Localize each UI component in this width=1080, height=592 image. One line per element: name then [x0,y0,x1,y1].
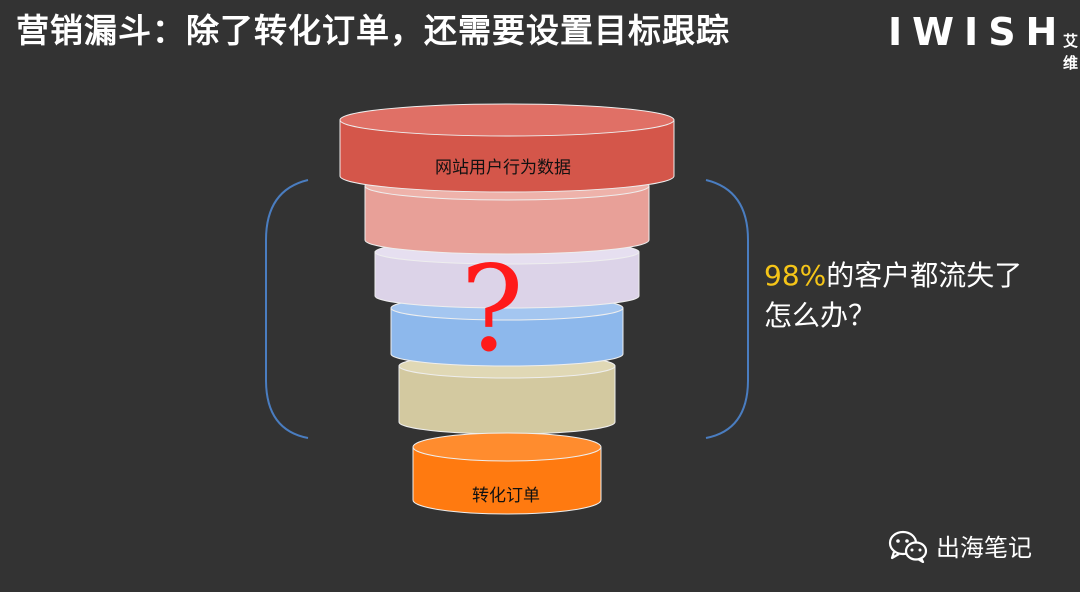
funnel-conversion-cylinder [412,432,602,515]
watermark-text: 出海笔记 [936,534,1032,562]
watermark: 出海笔记 [888,528,1032,563]
funnel-layer-1 [339,103,675,193]
callout-text: 98%的客户都流失了 怎么办？ [764,256,1022,336]
brand-logo: IWISH [888,10,1068,54]
left-bracket [265,179,309,439]
callout-line-1: 98%的客户都流失了 [764,256,1022,296]
brand-logo-char-2: 维 [1063,54,1079,72]
funnel-bottom-label: 转化订单 [472,486,540,506]
right-bracket [705,179,749,439]
funnel-top-label: 网站用户行为数据 [435,158,571,178]
brand-logo-char-1: 艾 [1063,32,1079,50]
callout-line-2: 怎么办？ [764,299,877,332]
page-title: 营销漏斗：除了转化订单，还需要设置目标跟踪 [16,11,730,50]
callout-line-1-rest: 的客户都流失了 [826,259,1023,292]
wechat-icon [888,530,928,563]
question-mark: ? [460,240,523,378]
brand-logo-subtext: 艾 维 [1063,30,1080,74]
callout-percent: 98% [764,259,827,292]
